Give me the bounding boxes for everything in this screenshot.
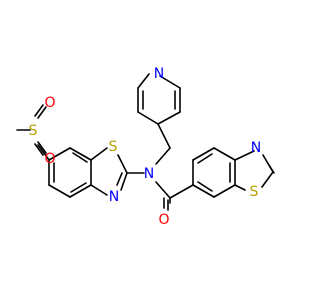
- bond: [137, 111, 159, 125]
- bond: [90, 147, 108, 161]
- bond: [197, 153, 213, 164]
- bonds: [16, 73, 275, 211]
- bond: [90, 184, 108, 196]
- atom-labels: N N S N S O O O N S: [29, 66, 262, 228]
- bond: [117, 154, 128, 174]
- bond: [120, 172, 128, 191]
- bond: [213, 147, 236, 161]
- bond: [69, 147, 92, 161]
- atom-o-carbonyl: O: [158, 212, 169, 228]
- bond: [213, 184, 236, 198]
- atom-s-btz-left: S: [109, 139, 118, 155]
- bond: [169, 184, 194, 199]
- bond: [34, 104, 44, 117]
- bond: [48, 147, 71, 161]
- atom-o-sulfonyl-bottom: O: [44, 151, 55, 167]
- bond: [37, 141, 47, 154]
- bond: [116, 172, 123, 186]
- molecule-structure: N N S N S O O O N S: [16, 66, 275, 228]
- atom-s-btz-right: S: [250, 184, 259, 200]
- bond: [192, 147, 215, 161]
- bond: [197, 181, 213, 192]
- bond: [261, 171, 274, 188]
- bond: [48, 184, 71, 198]
- bond: [234, 184, 246, 191]
- atom-s-sulfonyl: S: [29, 123, 38, 139]
- bond: [70, 182, 87, 193]
- bond: [69, 184, 92, 198]
- atom-n-amide: N: [144, 166, 154, 182]
- bond: [137, 73, 150, 89]
- atom-n-btz-right: N: [251, 140, 261, 156]
- bond: [155, 147, 171, 165]
- bond: [37, 106, 47, 119]
- bond: [157, 111, 181, 125]
- bond: [192, 184, 215, 198]
- bond: [157, 123, 171, 149]
- atom-n-pyridine: N: [154, 66, 164, 82]
- bond: [234, 150, 255, 161]
- bond: [34, 143, 44, 156]
- bond: [159, 75, 181, 89]
- atom-n-btz-left: N: [109, 189, 119, 205]
- atom-o-sulfonyl-top: O: [44, 95, 55, 111]
- bond: [155, 181, 171, 199]
- bond: [37, 144, 50, 161]
- bond: [72, 152, 88, 163]
